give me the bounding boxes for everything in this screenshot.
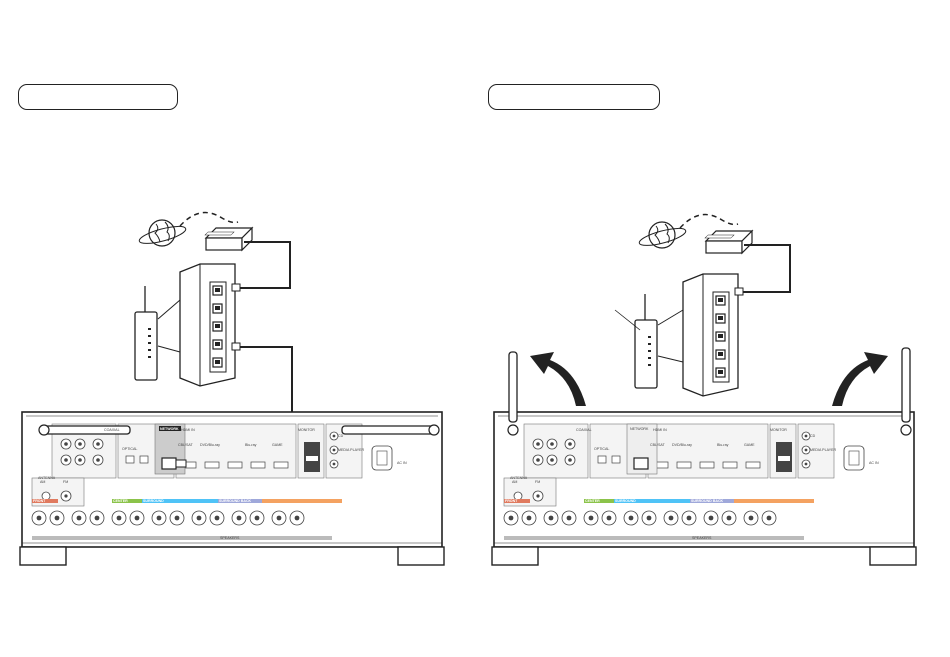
wired-panel: NETWORK ANTENNA AM FM FRONT CENTER SURRO… [19,211,445,566]
bluray-label: Blu-ray [245,443,257,447]
raise-antenna-arrow-icon [832,352,888,406]
cd-input-label: CD [338,434,344,438]
access-point-icon [134,285,158,381]
wireless-panel: NETWORK ANTENNA AM FM FRONT CENTER SURRO… [491,213,917,566]
bluray-label: Blu-ray [717,443,729,447]
am-terminal-label: AM [512,480,517,484]
cd-input-label: CD [810,434,816,438]
surround-speaker-label: SURROUND [615,499,636,503]
speakers-section-label: SPEAKERS [692,536,712,540]
dvd-bluray-label: DVD/Blu-ray [200,443,220,447]
am-terminal-label: AM [40,480,45,484]
fm-terminal-label: FM [63,480,68,484]
optical-label: OPTICAL [122,447,137,451]
media-player-input-label: MEDIA PLAYER [338,448,365,452]
coaxial-label: COAXIAL [104,428,120,432]
wired-panel-heading [18,84,178,110]
hdmi-in-label: HDMI IN [181,428,195,432]
modem-icon [204,227,253,251]
receiver-rear-panel-wireless [491,411,917,566]
ac-in-label: AC IN [397,461,407,465]
internet-globe-icon [637,221,688,250]
antenna-terminal-label: ANTENNA [510,476,528,480]
optical-label: OPTICAL [594,447,609,451]
network-terminal-label: NETWORK [630,427,649,431]
monitor-label: MONITOR [298,428,315,432]
antenna-terminal-label: ANTENNA [38,476,56,480]
hdmi-in-label: HDMI IN [653,428,667,432]
ac-in-label: AC IN [869,461,879,465]
speakers-section-label: SPEAKERS [220,536,240,540]
center-speaker-label: CENTER [113,499,128,503]
game-label: GAME [272,443,283,447]
coaxial-label: COAXIAL [576,428,592,432]
wireless-access-point-icon [634,293,658,389]
wireless-panel-heading [488,84,660,110]
fm-terminal-label: FM [535,480,540,484]
router-icon [682,273,739,397]
network-terminal-label: NETWORK [160,427,179,431]
receiver-rear-panel-wired [19,411,445,566]
cbl-sat-label: CBL/SAT [650,443,666,447]
cbl-sat-label: CBL/SAT [178,443,194,447]
front-speaker-label: FRONT [33,499,46,503]
modem-icon [704,230,753,254]
surround-speaker-label: SURROUND [143,499,164,503]
surround-back-speaker-label: SURROUND BACK [691,499,724,503]
monitor-label: MONITOR [770,428,787,432]
media-player-input-label: MEDIA PLAYER [810,448,837,452]
internet-globe-icon [137,219,188,248]
dvd-bluray-label: DVD/Blu-ray [672,443,692,447]
surround-back-speaker-label: SURROUND BACK [219,499,252,503]
router-icon [179,263,236,387]
raise-antenna-arrow-icon [530,352,586,406]
game-label: GAME [744,443,755,447]
center-speaker-label: CENTER [585,499,600,503]
front-speaker-label: FRONT [505,499,518,503]
